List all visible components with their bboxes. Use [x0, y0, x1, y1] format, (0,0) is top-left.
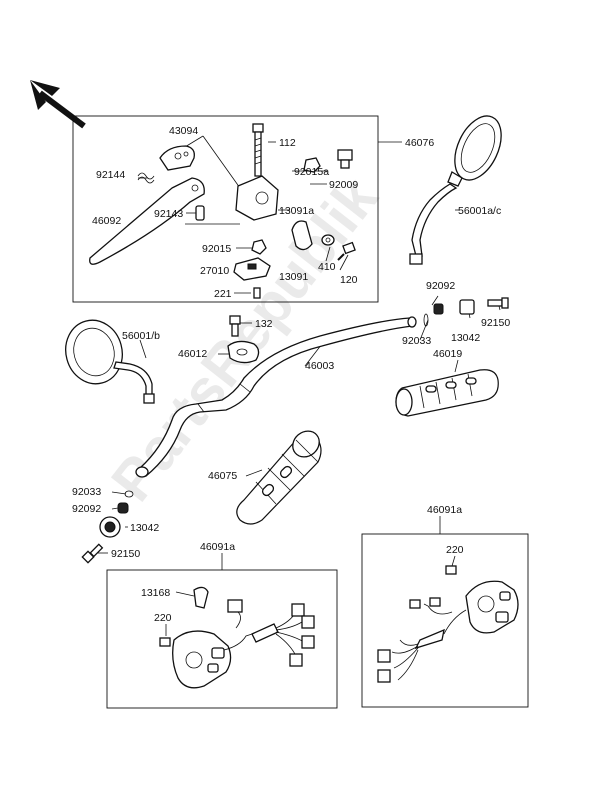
- label-112: 112: [279, 137, 296, 149]
- label-46091a-left: 46091a: [200, 541, 235, 553]
- end-weight-92092-right: [433, 303, 444, 315]
- throttle-grip-46019: [395, 369, 499, 417]
- screw-92150-right: [487, 297, 509, 309]
- bolt-132: [229, 315, 241, 337]
- end-cap-13042-right: [459, 299, 475, 315]
- handlebar-46003: [135, 316, 417, 478]
- label-13091: 13091: [279, 271, 308, 283]
- right-switch-box: [361, 533, 529, 708]
- label-92143: 92143: [154, 208, 183, 220]
- label-120: 120: [340, 274, 358, 286]
- ring-92033-right: [423, 313, 429, 327]
- label-92033-right: 92033: [402, 335, 431, 347]
- label-13168: 13168: [141, 587, 170, 599]
- label-46003: 46003: [305, 360, 334, 372]
- end-cap-13042-left: [99, 516, 121, 538]
- label-27010: 27010: [200, 265, 229, 277]
- label-92033-left: 92033: [72, 486, 101, 498]
- label-92092-left: 92092: [72, 503, 101, 515]
- screw-220-right: [445, 565, 457, 575]
- label-56001b: 56001/b: [122, 330, 160, 342]
- label-221: 221: [214, 288, 232, 300]
- label-13042-left: 13042: [130, 522, 159, 534]
- part-labels: 43094 112 46076 92144 92015a 92009 92143…: [72, 125, 510, 624]
- label-92092-right: 92092: [426, 280, 455, 292]
- screw-120: [337, 241, 356, 261]
- label-13042-right: 13042: [451, 332, 480, 344]
- switch-27010: [233, 257, 271, 281]
- switch-housing-right: [377, 580, 519, 683]
- mirror-right-56001ac: [409, 115, 502, 265]
- end-weight-92092-left: [117, 502, 129, 514]
- label-13091a: 13091a: [279, 205, 314, 217]
- bolt-112: [252, 123, 264, 177]
- clip-13168: [193, 586, 209, 609]
- label-43094: 43094: [169, 125, 198, 137]
- label-56001ac: 56001a/c: [458, 205, 501, 217]
- screw-92009: [337, 149, 353, 169]
- label-46019: 46019: [433, 348, 462, 360]
- clamp-13091: [291, 220, 313, 251]
- screw-221: [253, 287, 261, 299]
- screw-220-left: [159, 637, 171, 647]
- clutch-lever-46092: [89, 177, 205, 265]
- pin-92143: [195, 205, 205, 221]
- screw-92150-left: [81, 543, 104, 564]
- label-46076: 46076: [405, 137, 434, 149]
- label-410: 410: [318, 261, 336, 273]
- label-46075: 46075: [208, 470, 237, 482]
- ring-92033-left: [124, 490, 134, 498]
- label-220-right: 220: [446, 544, 464, 556]
- mirror-left-56001b: [65, 319, 155, 404]
- label-220-left: 220: [154, 612, 172, 624]
- spring-92144: [137, 172, 155, 184]
- label-46012: 46012: [178, 348, 207, 360]
- label-92144: 92144: [96, 169, 125, 181]
- nut-92015: [251, 239, 267, 255]
- direction-arrow-icon: [30, 80, 86, 129]
- lever-holder-13091a: [235, 175, 279, 221]
- lever-bracket-43094: [159, 145, 195, 171]
- washer-410: [321, 234, 335, 246]
- label-46092: 46092: [92, 215, 121, 227]
- grip-left-46075: [236, 430, 322, 525]
- label-92015a: 92015a: [294, 166, 329, 178]
- label-46091a-right: 46091a: [427, 504, 462, 516]
- label-92150-right: 92150: [481, 317, 510, 329]
- lever-assembly-box: [72, 115, 379, 303]
- nut-92015a: [303, 157, 321, 173]
- label-92009: 92009: [329, 179, 358, 191]
- label-92150-left: 92150: [111, 548, 140, 560]
- switch-housing-left: [172, 599, 315, 689]
- holder-46012: [227, 340, 260, 364]
- label-92015: 92015: [202, 243, 231, 255]
- label-132: 132: [255, 318, 273, 330]
